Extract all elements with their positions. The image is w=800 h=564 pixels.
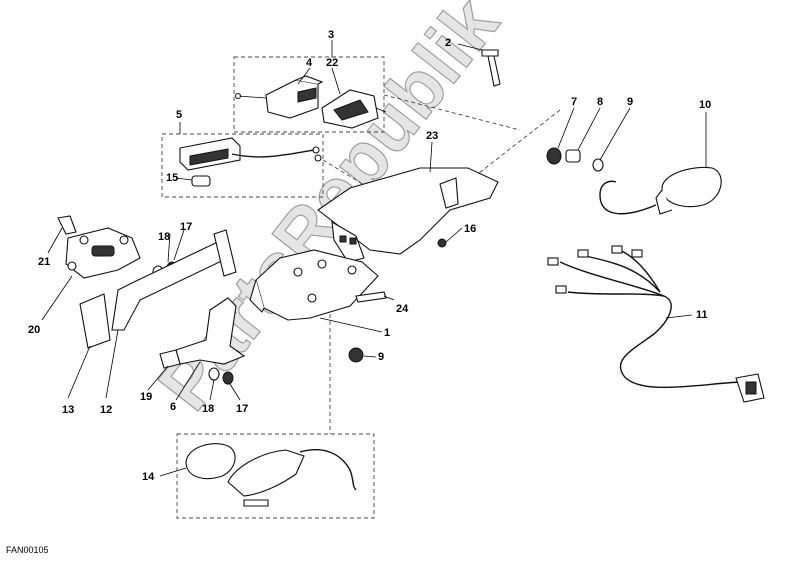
part-taillight-right [321, 89, 387, 129]
callout-4: 4 [306, 57, 313, 69]
callout-2: 2 [445, 37, 451, 49]
part-reflector-bracket [111, 229, 237, 331]
part-licence-light [179, 137, 322, 171]
callout-16: 16 [464, 223, 476, 235]
part-bolt-24 [355, 291, 387, 303]
part-plate-holder [57, 215, 141, 279]
callout-5: 5 [176, 109, 182, 121]
callout-3: 3 [328, 29, 334, 41]
part-spacers [546, 147, 604, 172]
callout-13: 13 [62, 404, 74, 416]
callout-17-lower: 17 [236, 403, 248, 415]
part-rear-indicator [599, 166, 722, 215]
callout-18-lower: 18 [202, 403, 214, 415]
callout-labels: 3 4 22 2 5 15 7 8 9 10 23 16 21 18 17 20… [28, 29, 711, 483]
part-washers-lower [208, 367, 234, 385]
callout-19: 19 [140, 391, 152, 403]
group-box-licence-light [161, 133, 324, 198]
part-mount-bracket [159, 297, 246, 369]
document-code: FAN00105 [6, 545, 49, 555]
part-bulb [191, 175, 211, 187]
part-wiring-harness [547, 245, 765, 403]
part-plate-mount [249, 249, 379, 321]
callout-21: 21 [38, 256, 50, 268]
leader-lines [41, 40, 707, 477]
callout-24: 24 [396, 303, 409, 315]
part-reflector [79, 293, 111, 349]
callout-18-upper: 18 [158, 231, 170, 243]
callout-12: 12 [100, 404, 112, 416]
callout-9-upper: 9 [627, 96, 633, 108]
callout-11: 11 [696, 309, 708, 321]
callout-14: 14 [142, 471, 155, 483]
part-taillight-left [234, 75, 324, 119]
callout-17-upper: 17 [180, 221, 192, 233]
part-screw-top [481, 49, 501, 87]
callout-9-lower: 9 [378, 351, 384, 363]
part-nut-lower [348, 347, 364, 363]
callout-10: 10 [699, 99, 711, 111]
connector-dash-4 [469, 109, 561, 181]
callout-22: 22 [326, 57, 338, 69]
callout-6: 6 [170, 401, 176, 413]
callout-23: 23 [426, 130, 438, 142]
callout-1: 1 [384, 327, 390, 339]
part-bolt-16 [437, 238, 447, 248]
callout-8: 8 [597, 96, 603, 108]
part-front-indicator [185, 443, 357, 507]
part-tail-undertray [317, 167, 499, 263]
group-box-front-indicator [176, 433, 375, 519]
callout-15: 15 [166, 172, 178, 184]
callout-20: 20 [28, 324, 40, 336]
callout-7: 7 [571, 96, 577, 108]
connector-dash-1 [383, 94, 521, 131]
